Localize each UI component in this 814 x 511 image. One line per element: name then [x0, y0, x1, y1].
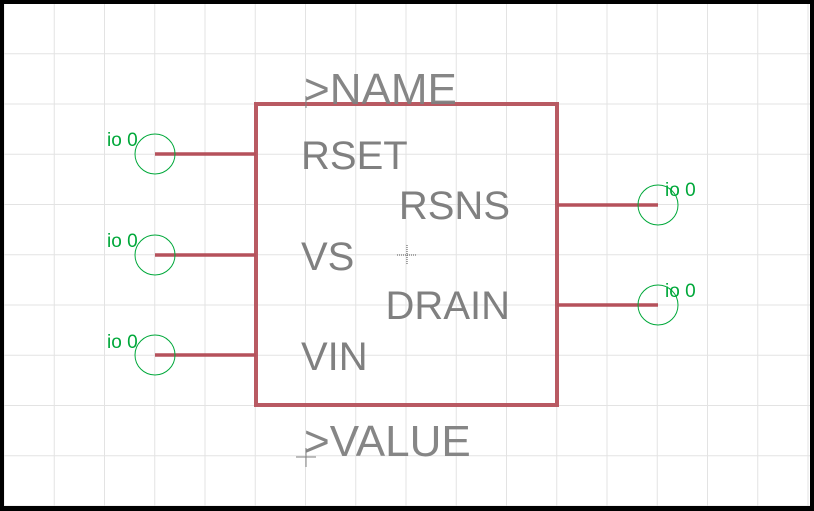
- schematic-svg[interactable]: io 0 io 0 io 0 io 0 io 0 >NAME >VALUE RS…: [4, 4, 810, 506]
- pin-name-rsns: RSNS: [399, 184, 510, 228]
- pin-name-rset: RSET: [301, 134, 408, 178]
- pin-name-vs: VS: [301, 235, 354, 279]
- pin-connection-circle-icon[interactable]: [134, 234, 176, 276]
- value-placeholder[interactable]: >VALUE: [304, 417, 471, 466]
- pin-name-vin: VIN: [301, 335, 368, 379]
- pin-name-drain: DRAIN: [386, 284, 510, 328]
- pin-connection-circle-icon[interactable]: [134, 133, 176, 175]
- pin-connection-circle-icon[interactable]: [134, 334, 176, 376]
- pin-connection-circle-icon[interactable]: [637, 184, 679, 226]
- pin-io-label: io 0: [107, 231, 138, 252]
- crosshair-icon: [397, 245, 417, 265]
- value-origin-icon: [296, 448, 316, 467]
- pin-io-label: io 0: [107, 130, 138, 151]
- pin-connection-circle-icon[interactable]: [637, 284, 679, 326]
- schematic-canvas[interactable]: io 0 io 0 io 0 io 0 io 0 >NAME >VALUE RS…: [4, 4, 810, 506]
- name-placeholder[interactable]: >NAME: [304, 65, 457, 114]
- pin-io-label: io 0: [665, 180, 696, 201]
- pin-io-label: io 0: [665, 281, 696, 302]
- pin-io-label: io 0: [107, 332, 138, 353]
